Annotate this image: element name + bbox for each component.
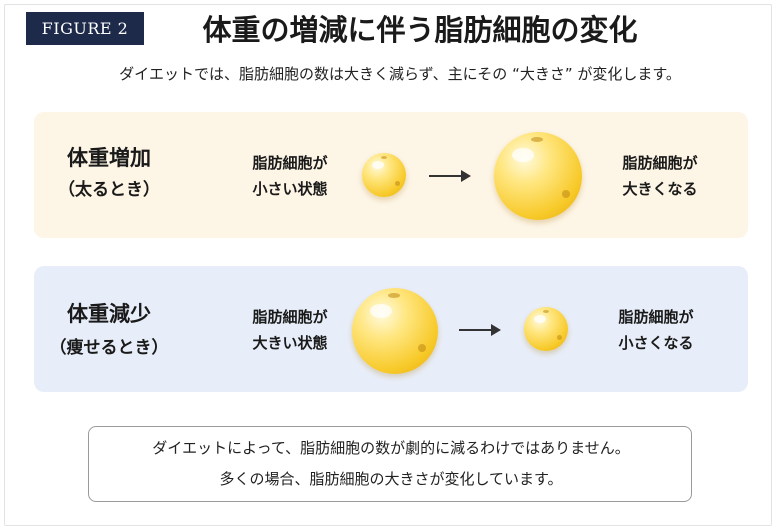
row-subtitle-loss: （痩せるとき） xyxy=(49,338,169,358)
note-line-2: 多くの場合、脂肪細胞の大きさが変化しています。 xyxy=(219,470,563,488)
row-subtitle-gain: （太るとき） xyxy=(58,180,160,200)
gain-before-label-1: 脂肪細胞が xyxy=(252,154,328,172)
arrow-right-icon xyxy=(429,170,471,182)
page-subtitle: ダイエットでは、脂肪細胞の数は大きく減らず、主にその “大きさ” が変化します。 xyxy=(119,65,681,83)
large-fat-cell-icon xyxy=(352,288,438,374)
weight-loss-panel: 体重減少 （痩せるとき） 脂肪細胞が 大きい状態 脂肪細胞が 小さくなる xyxy=(34,266,748,392)
figure-badge: FIGURE 2 xyxy=(26,12,144,45)
small-fat-cell-icon xyxy=(362,153,406,197)
note-box: ダイエットによって、脂肪細胞の数が劇的に減るわけではありません。 多くの場合、脂… xyxy=(88,426,692,502)
arrow-right-icon xyxy=(459,324,501,336)
large-fat-cell-icon xyxy=(494,132,582,220)
figure-frame xyxy=(4,4,772,526)
row-title-loss: 体重減少 xyxy=(67,302,151,326)
gain-after-label-2: 大きくなる xyxy=(622,180,698,198)
gain-after-label-1: 脂肪細胞が xyxy=(622,154,698,172)
loss-before-label-2: 大きい状態 xyxy=(252,334,328,352)
loss-after-label-2: 小さくなる xyxy=(618,334,694,352)
small-fat-cell-icon xyxy=(524,307,568,351)
loss-after-label-1: 脂肪細胞が xyxy=(618,308,694,326)
page-title: 体重の増減に伴う脂肪細胞の変化 xyxy=(202,13,638,47)
gain-before-label-2: 小さい状態 xyxy=(252,180,328,198)
loss-before-label-1: 脂肪細胞が xyxy=(252,308,328,326)
note-line-1: ダイエットによって、脂肪細胞の数が劇的に減るわけではありません。 xyxy=(152,439,630,457)
weight-gain-panel: 体重増加 （太るとき） 脂肪細胞が 小さい状態 脂肪細胞が 大きくなる xyxy=(34,112,748,238)
row-title-gain: 体重増加 xyxy=(67,146,151,170)
